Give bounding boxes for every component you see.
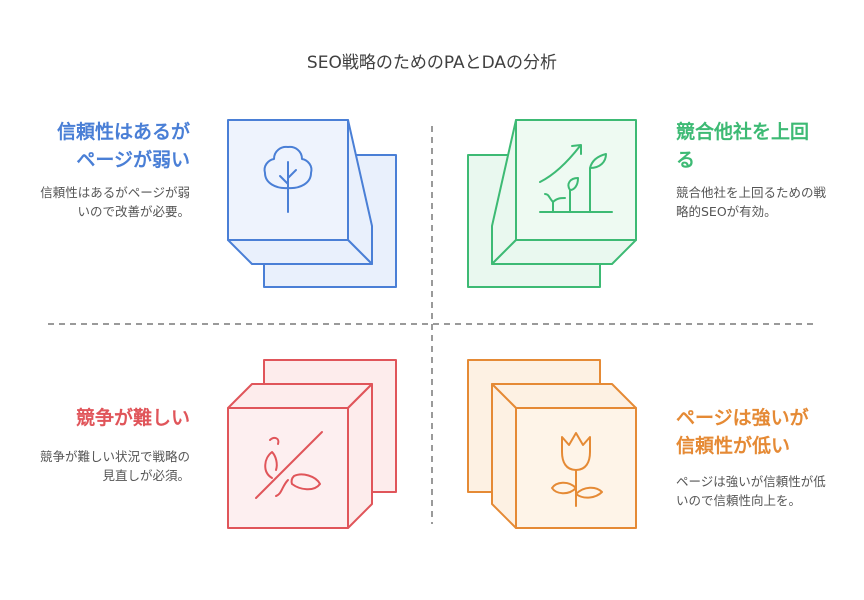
bottom-right-title: ページは強いが信頼性が低い bbox=[676, 407, 809, 457]
top-left-block bbox=[227, 119, 397, 288]
bottom-right-block bbox=[467, 359, 637, 529]
top-right-title: 競合他社を上回る bbox=[676, 121, 810, 171]
tree-icon bbox=[263, 145, 313, 213]
top-right-description: 競合他社を上回るための戦略的SEOが有効。 bbox=[676, 185, 827, 219]
top-left-description: 信頼性はあるがページが弱いので改善が必要。 bbox=[40, 185, 190, 219]
bottom-right-description: ページは強いが信頼性が低いので信頼性向上を。 bbox=[676, 474, 826, 508]
wilted-flower-icon bbox=[255, 431, 323, 499]
tulip-icon bbox=[551, 432, 603, 507]
diagram-title: SEO戦略のためのPAとDAの分析 bbox=[306, 53, 558, 73]
growth-sprouts-icon bbox=[539, 144, 613, 213]
bottom-left-title: 競争が難しい bbox=[75, 407, 190, 429]
bottom-left-block bbox=[227, 359, 397, 529]
top-right-block bbox=[467, 119, 637, 288]
bottom-left-description: 競争が難しい状況で戦略の見直しが必須。 bbox=[40, 449, 191, 483]
top-left-title: 信頼性はあるがページが弱い bbox=[56, 121, 190, 171]
